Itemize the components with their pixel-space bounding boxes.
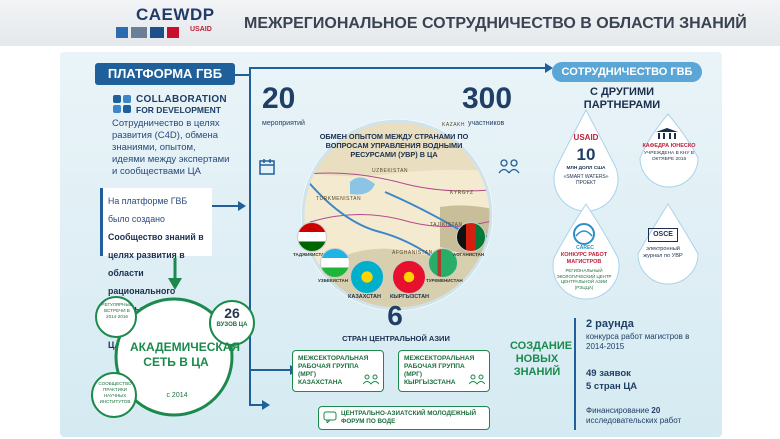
funding-rest: исследовательских работ: [586, 416, 682, 425]
rounds-text: конкурса работ магистров в 2014-2015: [586, 332, 690, 351]
funding-num: 20: [651, 406, 661, 415]
countries-five: 5 стран ЦА: [586, 381, 638, 392]
group-icon: [363, 374, 379, 385]
new-knowledge-title: СОЗДАНИЕ НОВЫХ ЗНАНИЙ: [510, 340, 573, 378]
map-label-afghanistan: AFGHANISTAN: [392, 250, 433, 256]
osce-logo: OSCE: [648, 228, 678, 242]
flag-label-kyrgyzstan: КЫРГЫЗСТАН: [390, 294, 430, 300]
community-intro: На платформе ГВБ было создано: [108, 196, 188, 224]
group-kyrgyzstan: МЕЖСЕКТОРАЛЬНАЯ РАБОЧАЯ ГРУППА (МРГ) КЫР…: [398, 350, 490, 392]
platform-banner: ПЛАТФОРМА ГВБ: [95, 63, 235, 85]
youth-forum-label: ЦЕНТРАЛЬНО-АЗИАТСКИЙ МОЛОДЕЖНЫЙ ФОРУМ ПО…: [341, 410, 477, 425]
caewdp-logo: CAEWDP: [136, 5, 215, 24]
flag-label-afghanistan: АФГАНИСТАН: [453, 252, 485, 257]
map-label-uzbekistan: UZBEKISTAN: [372, 168, 409, 174]
events-label: мероприятий: [262, 120, 305, 127]
flag-label-uzbekistan: УЗБЕКИСТАН: [318, 278, 348, 283]
usaid-mini-logo: USAID: [190, 26, 212, 33]
partners-subtitle: С ДРУГИМИ ПАРТНЕРАМИ: [583, 86, 661, 111]
usaid-project: «SMART WATERS» ПРОЕКТ: [563, 174, 609, 186]
map-label-turkmenistan: TURKMENISTAN: [316, 196, 362, 202]
unesco-title: КАФЕДРА ЮНЕСКО: [642, 143, 696, 149]
map-label-kazakhstan: KAZAKH: [442, 122, 466, 128]
carec-logo: CAREC: [576, 245, 594, 251]
academic-meetings: РЕГУЛЯРНЫЕ ВСТРЕЧИ В 2014-2016: [101, 302, 133, 319]
partners-banner: СОТРУДНИЧЕСТВО ГВБ: [552, 62, 702, 82]
usaid-logo: USAID: [573, 133, 599, 142]
page-title: МЕЖРЕГИОНАЛЬНОЕ СОТРУДНИЧЕСТВО В ОБЛАСТИ…: [244, 15, 747, 32]
funding: Финансирование 20 исследовательских рабо…: [586, 406, 704, 426]
c4d-line1: COLLABORATION: [136, 94, 227, 105]
c4d-line2: FOR DEVELOPMENT: [136, 105, 222, 115]
community-box: На платформе ГВБ было создано Сообщество…: [100, 188, 212, 350]
knowledge-divider: [574, 318, 576, 430]
group-kyrgyzstan-label: МЕЖСЕКТОРАЛЬНАЯ РАБОЧАЯ ГРУППА (МРГ) КЫР…: [404, 355, 475, 386]
usaid-unit: МЛН ДОЛЛ США: [566, 166, 606, 171]
usaid-amount: 10: [576, 145, 596, 164]
academic-title: АКАДЕМИЧЕСКАЯ СЕТЬ В ЦА: [130, 340, 240, 369]
chat-icon: [323, 411, 337, 423]
academic-practice: СООБЩЕСТВО ПРАКТИКИ НАУЧНЫХ ИНСТИТУТОВ: [98, 381, 132, 404]
exchange-text: ОБМЕН ОПЫТОМ МЕЖДУ СТРАНАМИ ПО ВОПРОСАМ …: [319, 132, 469, 159]
applications: 49 заявок: [586, 368, 631, 379]
carec-desc: РЕГИОНАЛЬНЫЙ ЭКОЛОГИЧЕСКИЙ ЦЕНТР ЦЕНТРАЛ…: [556, 268, 612, 290]
flag-label-tajikistan: ТАДЖИКИСТАН: [293, 252, 328, 257]
header: CAEWDP USAID МЕЖРЕГИОНАЛЬНОЕ СОТРУДНИЧЕС…: [0, 0, 780, 46]
c4d-icon: [113, 95, 131, 113]
participants-label: участников: [468, 120, 505, 127]
map-label-tajikistan: TAJIKISTAN: [430, 222, 463, 228]
flag-turkmenistan: [428, 248, 458, 278]
platform-description: Сотрудничество в целях развития (C4D), о…: [112, 118, 230, 177]
funding-text: Финансирование: [586, 406, 650, 415]
academic-network-ring: [91, 296, 255, 418]
partner-drops: [552, 108, 699, 300]
group-kazakhstan-label: МЕЖСЕКТОРАЛЬНАЯ РАБОЧАЯ ГРУППА (МРГ) КАЗ…: [298, 355, 369, 386]
group-icon: [469, 374, 485, 385]
flag-tajikistan: [297, 222, 327, 252]
countries-number: 6: [387, 300, 403, 331]
flag-kazakhstan: [350, 260, 384, 294]
carec-title: КОНКУРС РАБОТ МАГИСТРОВ: [560, 252, 608, 265]
partner-logo-strip: [116, 27, 211, 38]
flag-label-turkmenistan: ТУРКМЕНИСТАН: [426, 278, 463, 283]
academic-universities-num: 26: [224, 305, 240, 321]
youth-forum: ЦЕНТРАЛЬНО-АЗИАТСКИЙ МОЛОДЕЖНЫЙ ФОРУМ ПО…: [318, 406, 490, 430]
flag-uzbekistan: [320, 248, 350, 278]
academic-since: с 2014: [166, 392, 188, 399]
flag-kyrgyzstan: [392, 260, 426, 294]
c4d-logo: COLLABORATION FOR DEVELOPMENT: [112, 92, 232, 116]
events-number: 20: [262, 82, 296, 115]
carec-icon: [573, 223, 595, 245]
unesco-icon: [656, 128, 678, 139]
osce-desc: электронный журнал по УВР: [643, 246, 683, 259]
calendar-icon: [259, 159, 275, 175]
academic-universities-label: ВУЗОВ ЦА: [216, 322, 248, 328]
flag-afghanistan: [456, 222, 486, 252]
map-label-kyrgyz: KYRGYZ: [450, 190, 474, 196]
flag-label-kazakhstan: КАЗАХСТАН: [348, 294, 381, 300]
unesco-desc: УЧРЕЖДЕНА В КНУ В ОКТЯБРЕ 2016: [644, 151, 694, 162]
countries-label: СТРАН ЦЕНТРАЛЬНОЙ АЗИИ: [342, 334, 450, 343]
participants-number: 300: [462, 82, 513, 115]
people-icon: [498, 159, 520, 174]
rounds-bold: 2 раунда: [586, 318, 634, 330]
group-kazakhstan: МЕЖСЕКТОРАЛЬНАЯ РАБОЧАЯ ГРУППА (МРГ) КАЗ…: [292, 350, 384, 392]
